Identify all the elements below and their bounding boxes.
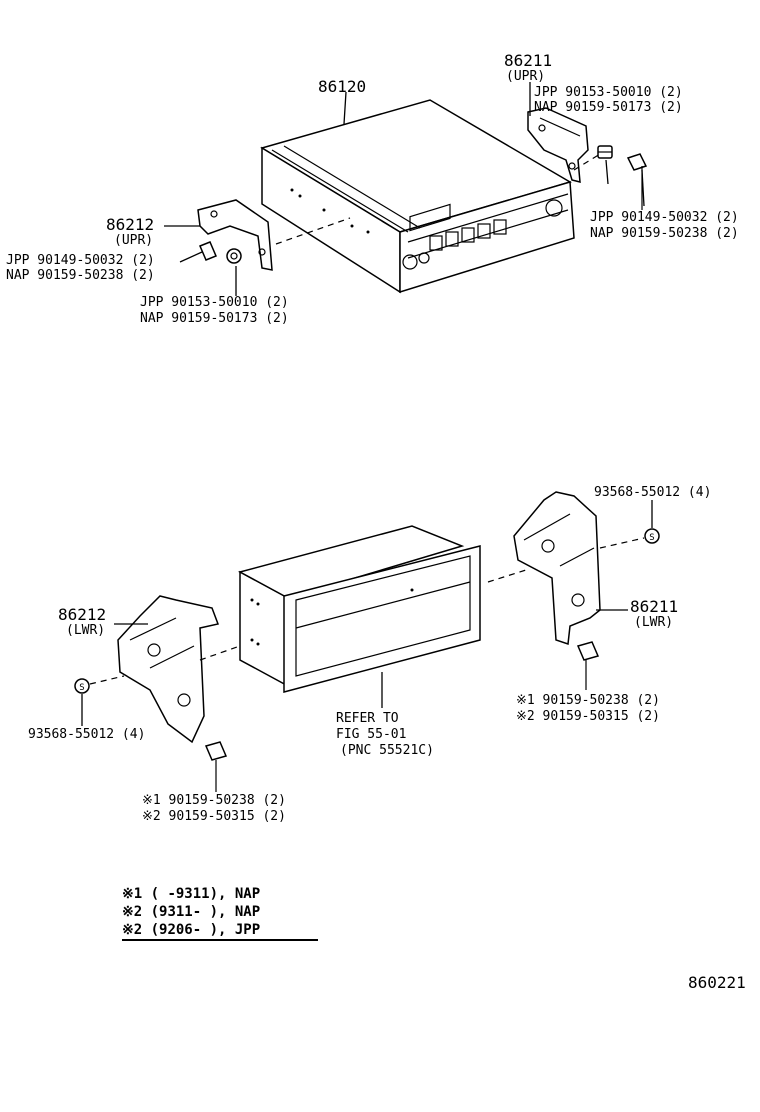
label-86211-upper: 86211 <box>504 51 552 70</box>
figure-number: 860221 <box>688 973 746 992</box>
label-86212-lower: 86212 <box>58 605 106 624</box>
label-refer-2: FIG 55-01 <box>336 727 406 742</box>
nut-upper-right <box>597 145 613 159</box>
svg-text:S: S <box>79 683 84 693</box>
bolt-lower-right <box>576 641 600 690</box>
label-top-right-jpp-2: JPP 90149-50032 (2) <box>590 210 739 225</box>
label-right-bolt-1: ※1 90159-50238 (2) <box>516 693 660 708</box>
label-left-bolt-1: ※1 90159-50238 (2) <box>142 793 286 808</box>
label-refer-1: REFER TO <box>336 711 399 726</box>
label-right-bolt-2: ※2 90159-50315 (2) <box>516 709 660 724</box>
bolt-upper-left <box>199 241 217 261</box>
nut-upper-left <box>226 248 242 264</box>
label-top-left-nap-2: NAP 90159-50173 (2) <box>140 311 289 326</box>
label-86212-upper: 86212 <box>106 215 154 234</box>
label-top-right-jpp-1: JPP 90153-50010 (2) <box>534 85 683 100</box>
radio-unit-86120 <box>260 99 575 294</box>
label-top-right-nap-1: NAP 90159-50173 (2) <box>534 100 683 115</box>
note-3: ※2 (9206- ), JPP <box>122 922 260 938</box>
label-top-right-nap-2: NAP 90159-50238 (2) <box>590 226 739 241</box>
label-top-left-jpp-2: JPP 90153-50010 (2) <box>140 295 289 310</box>
bolt-lower-left <box>204 741 228 792</box>
label-86211-lower: 86211 <box>630 597 678 616</box>
bracket-86211-upper <box>527 107 589 183</box>
label-86120: 86120 <box>318 77 366 96</box>
label-lwr-left: (LWR) <box>66 623 105 638</box>
clip-left: S <box>74 678 90 694</box>
label-right-clip: 93568-55012 (4) <box>594 485 711 500</box>
bracket-86211-lower <box>513 491 601 646</box>
pocket-box <box>237 525 481 693</box>
label-left-bolt-2: ※2 90159-50315 (2) <box>142 809 286 824</box>
label-top-left-nap-1: NAP 90159-50238 (2) <box>6 268 155 283</box>
note-1: ※1 ( -9311), NAP <box>122 886 260 902</box>
label-upr-right: (UPR) <box>506 69 545 84</box>
bracket-86212-lower <box>117 595 220 744</box>
label-refer-3: (PNC 55521C) <box>340 743 434 758</box>
label-left-clip: 93568-55012 (4) <box>28 727 145 742</box>
bracket-86212-upper <box>197 199 273 271</box>
label-top-left-jpp-1: JPP 90149-50032 (2) <box>6 253 155 268</box>
clip-right: S <box>644 528 660 544</box>
svg-text:S: S <box>649 533 654 543</box>
label-lwr-right: (LWR) <box>634 615 673 630</box>
label-upr-left: (UPR) <box>114 233 153 248</box>
note-2: ※2 (9311- ), NAP <box>122 904 260 920</box>
